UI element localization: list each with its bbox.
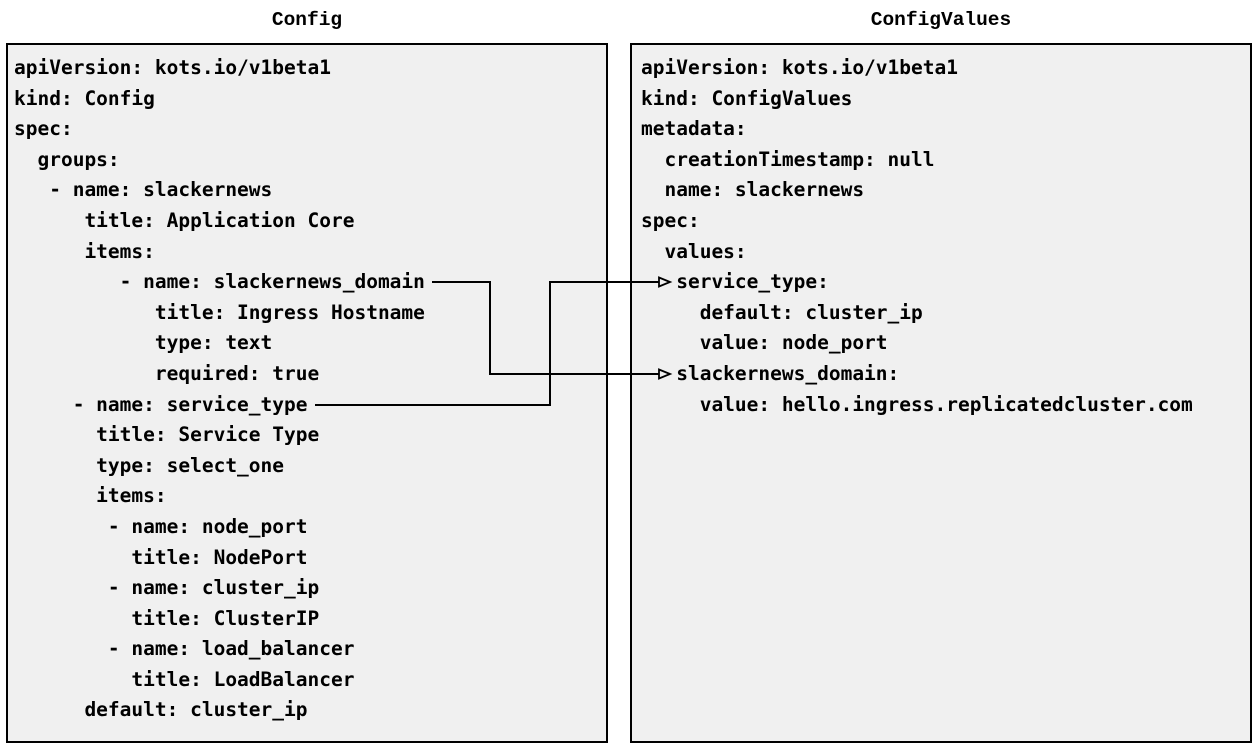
yaml-line: spec:: [14, 117, 73, 141]
yaml-line: kind: ConfigValues: [641, 86, 853, 110]
yaml-line: groups:: [14, 147, 120, 171]
config-yaml-box: apiVersion: kots.io/v1beta1 kind: Config s…: [6, 43, 608, 743]
yaml-line: - name: slackernews: [14, 178, 273, 202]
yaml-line: title: Application Core: [14, 208, 355, 232]
yaml-line: - name: load_balancer: [14, 637, 355, 661]
yaml-line: default: cluster_ip: [14, 698, 308, 722]
yaml-line: - name: slackernews_domain: [14, 270, 425, 294]
yaml-line: title: ClusterIP: [14, 606, 320, 630]
yaml-line: creationTimestamp: null: [641, 147, 935, 171]
configvalues-panel-title: ConfigValues: [870, 9, 1012, 31]
yaml-line: name: slackernews: [641, 178, 865, 202]
yaml-line: spec:: [641, 208, 700, 232]
configvalues-yaml-box: apiVersion: kots.io/v1beta1 kind: ConfigV…: [630, 43, 1252, 743]
yaml-line: title: Ingress Hostname: [14, 300, 425, 324]
yaml-line: - name: service_type: [14, 392, 308, 416]
yaml-line: default: cluster_ip: [641, 300, 923, 324]
configvalues-yaml-code: apiVersion: kots.io/v1beta1 kind: ConfigV…: [632, 45, 1250, 420]
yaml-line: title: LoadBalancer: [14, 667, 355, 691]
yaml-line: required: true: [14, 361, 320, 385]
yaml-line: values:: [641, 239, 747, 263]
yaml-line: metadata:: [641, 117, 747, 141]
yaml-line: apiVersion: kots.io/v1beta1: [14, 56, 331, 79]
yaml-line: value: hello.ingress.replicatedcluster.c…: [641, 392, 1193, 416]
yaml-line: title: Service Type: [14, 423, 320, 447]
yaml-line: type: text: [14, 331, 273, 355]
config-panel-title: Config: [271, 9, 343, 31]
yaml-line: - name: cluster_ip: [14, 576, 320, 600]
yaml-line: - name: node_port: [14, 514, 308, 538]
config-yaml-code: apiVersion: kots.io/v1beta1 kind: Config s…: [8, 45, 606, 726]
yaml-line: kind: Config: [14, 86, 155, 110]
yaml-line: items:: [14, 239, 155, 263]
yaml-line: type: select_one: [14, 453, 285, 477]
yaml-line: slackernews_domain:: [641, 361, 900, 385]
yaml-line: items:: [14, 484, 167, 508]
yaml-line: value: node_port: [641, 331, 888, 355]
yaml-line: apiVersion: kots.io/v1beta1: [641, 56, 958, 79]
yaml-line: title: NodePort: [14, 545, 308, 569]
yaml-line: service_type:: [641, 270, 829, 294]
